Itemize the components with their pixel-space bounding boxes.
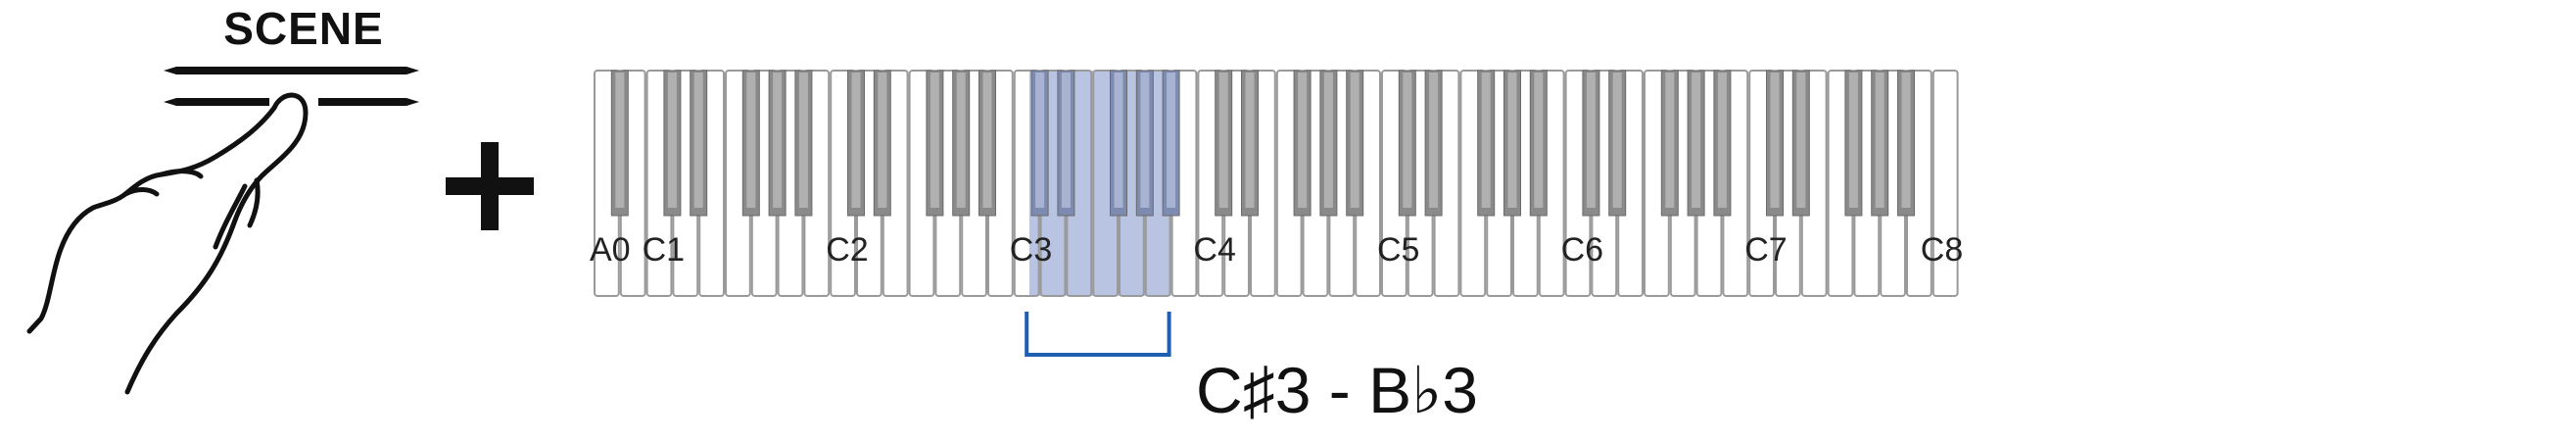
black-key-shine <box>930 73 939 208</box>
key-label-C5: C5 <box>1377 231 1420 269</box>
highlighted-range-label: C♯3 - B♭3 <box>1196 354 1478 426</box>
black-key-shine <box>1717 73 1727 208</box>
black-key-shine <box>851 73 861 208</box>
black-key-shine <box>1245 73 1255 208</box>
black-key-shine <box>746 73 756 208</box>
key-label-C7: C7 <box>1744 231 1788 269</box>
black-key-shine <box>1140 73 1150 208</box>
black-key-shine <box>1507 73 1517 208</box>
black-key-shine <box>1403 73 1412 208</box>
black-key-shine <box>956 73 966 208</box>
white-key-C8 <box>1932 70 1959 297</box>
black-key-shine <box>1770 73 1780 208</box>
black-key-shine <box>1035 73 1045 208</box>
key-label-A0: A0 <box>590 231 631 269</box>
black-key-shine <box>615 73 625 208</box>
black-key-shine <box>798 73 808 208</box>
black-key-shine <box>1848 73 1858 208</box>
key-label-C6: C6 <box>1560 231 1604 269</box>
range-bracket <box>1025 312 1171 357</box>
black-key-shine <box>1586 73 1596 208</box>
black-key-shine <box>1114 73 1123 208</box>
black-key-shine <box>1429 73 1439 208</box>
black-key-shine <box>1901 73 1911 208</box>
key-label-C8: C8 <box>1920 231 1964 269</box>
black-key-shine <box>1298 73 1308 208</box>
black-key-shine <box>693 73 703 208</box>
key-label-C1: C1 <box>642 231 686 269</box>
black-key-shine <box>1323 73 1333 208</box>
scene-button-bottom-bar-left <box>164 98 269 106</box>
key-label-C4: C4 <box>1193 231 1236 269</box>
black-key-shine <box>1061 73 1071 208</box>
black-key-shine <box>773 73 783 208</box>
key-label-C2: C2 <box>826 231 869 269</box>
plus-icon <box>446 142 534 230</box>
black-key-shine <box>982 73 992 208</box>
black-key-shine <box>1796 73 1806 208</box>
black-key-shine <box>1350 73 1360 208</box>
black-key-shine <box>667 73 677 208</box>
hand-press-icon <box>26 92 309 395</box>
black-key-shine <box>1218 73 1228 208</box>
scene-button-label: SCENE <box>223 3 384 54</box>
black-key-shine <box>1167 73 1176 208</box>
scene-button-top-bar <box>164 67 419 74</box>
key-label-C3: C3 <box>1009 231 1053 269</box>
black-key-shine <box>1665 73 1675 208</box>
black-key-shine <box>1612 73 1622 208</box>
scene-button-icon[interactable] <box>0 0 549 441</box>
black-key-shine <box>1481 73 1491 208</box>
black-key-shine <box>878 73 887 208</box>
black-key-shine <box>1534 73 1544 208</box>
black-key-shine <box>1692 73 1701 208</box>
scene-button-bottom-bar-right <box>318 98 419 106</box>
black-key-shine <box>1875 73 1884 208</box>
